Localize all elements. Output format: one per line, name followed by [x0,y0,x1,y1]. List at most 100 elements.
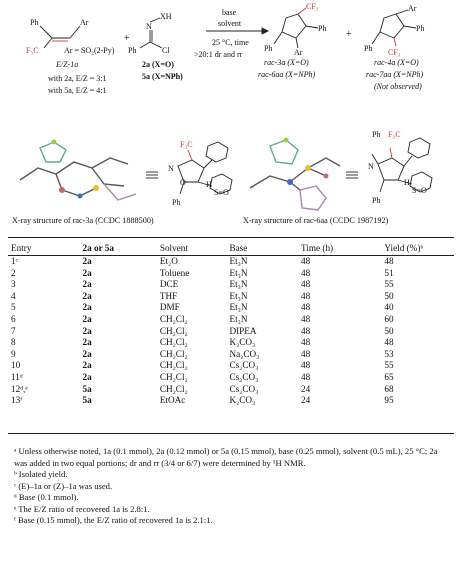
cell-solvent: DMF [159,302,180,313]
footnotes: ᵃ Unless otherwise noted, 1a (0.1 mmol),… [14,446,448,527]
header-solvent: Solvent [159,242,188,253]
table-header-row: Entry 2a or 5a Solvent Base Time (h) Yie… [8,239,454,256]
bond [295,37,299,49]
cell-time: 48 [301,279,311,290]
product1-ph: Ph [318,24,327,33]
reagent1-ph: Ph [30,18,39,27]
equivalence-left [146,171,158,179]
cell-entry: 5 [11,302,16,313]
cell-solvent: Et₂O [159,256,178,266]
footnote-d: ᵈ Base (0.1 mmol). [14,492,79,502]
cell-solvent: EtOAc [159,395,186,406]
cell-substrate: 2a [82,302,92,313]
cell-yield: 53 [384,348,394,359]
ring-product-1 [281,13,307,39]
cell-yield: 50 [384,325,394,336]
reagent2-5a: 5a (X=NPh) [142,72,183,81]
reagent1-ar: Ar [80,18,89,27]
cell-yield: 55 [384,279,394,290]
table-bottom-rule [8,433,454,434]
cell-base: DIPEA [229,325,257,336]
cell-substrate: 2a [82,325,92,336]
cell-base: Cs₂CO₃ [229,383,259,394]
cell-substrate: 2a [82,256,92,266]
xray-right-ph2: Ph [372,196,381,205]
reagent2-2a: 2a (X=O) [142,60,174,69]
product2-name-4a: rac-4a (X=O) [374,58,419,67]
reagent1-name: E/Z-1a [56,60,79,69]
cell-time: 48 [301,371,311,382]
bond [273,31,283,45]
cell-base: Et₃N [229,279,248,290]
product2-note: (Not observed) [374,82,422,91]
product1-ar: Ar [294,48,303,57]
cell-time: 48 [301,267,311,278]
xray-left-so: S=O [214,188,229,197]
product2-name-7aa: rac-7aa (X=NPh) [366,70,424,79]
cell-base: K₂CO₃ [229,395,256,406]
arrow-condition-selectivity: >20:1 dr and rr [194,50,243,59]
cell-solvent: DCE [159,279,179,290]
ratio-5a: with 5a, E/Z = 4:1 [48,86,107,95]
cell-yield: 48 [384,256,394,266]
cell-yield: 50 [384,290,394,301]
arrow-condition-base: base [222,8,237,17]
cell-yield: 40 [384,302,394,313]
cell-time: 48 [301,313,311,324]
plus-sign-2: + [346,29,352,40]
header-yield: Yield (%)ᵇ [384,242,424,253]
cell-base: K₂CO₃ [229,337,256,348]
xray-left-o: O [180,178,186,187]
equivalence-right [346,171,358,179]
cell-substrate: 2a [82,290,92,301]
cell-substrate: 2a [82,360,92,371]
cell-time: 48 [301,256,311,266]
cell-entry: 4 [11,290,16,301]
xray-right-ph: Ph [372,130,381,139]
footnote-a: ᵃ Unless otherwise noted, 1a (0.1 mmol),… [14,446,438,468]
product2-cf3: CF₃ [388,48,401,57]
bond [43,37,53,49]
cell-base: Et₃N [229,290,248,301]
product1-name-6aa: rac-6aa (X=NPh) [258,70,316,79]
cell-yield: 60 [384,313,394,324]
xray-right-h: H [404,178,410,187]
cell-solvent: CH₂Cl₂ [159,383,188,394]
cell-time: 48 [301,348,311,359]
cell-solvent: CH₂Cl₂ [159,371,188,382]
cell-time: 48 [301,360,311,371]
xray-structures: F₃C N O H S=O Ph Ph F₃C N H S=O Ph [0,128,459,218]
bond [403,25,417,29]
bond [149,41,163,49]
molecule-3a [177,141,233,195]
cell-entry: 7 [11,325,16,336]
cell-yield: 95 [384,395,394,406]
scheme-drawing [39,7,417,49]
cell-time: 48 [301,325,311,336]
cell-substrate: 2a [82,279,92,290]
cell-yield: 65 [384,371,394,382]
ring-product-2 [379,13,405,39]
cell-solvent: CH₂Cl₂ [159,325,188,336]
product2-ph2: Ph [364,44,373,53]
reagent1-f3c: F₃C [26,46,39,55]
product1-ph2: Ph [264,44,273,53]
caption-xray-6aa: X-ray structure of rac-6aa (CCDC 1987192… [243,216,389,225]
product1-cf3: CF₃ [306,2,319,11]
cell-entry: 10 [11,360,21,371]
cell-solvent: CH₂Cl₂ [159,313,188,324]
footnote-b: ᵇ Isolated yield. [14,469,68,479]
cell-solvent: CH₂Cl₂ [159,348,188,359]
